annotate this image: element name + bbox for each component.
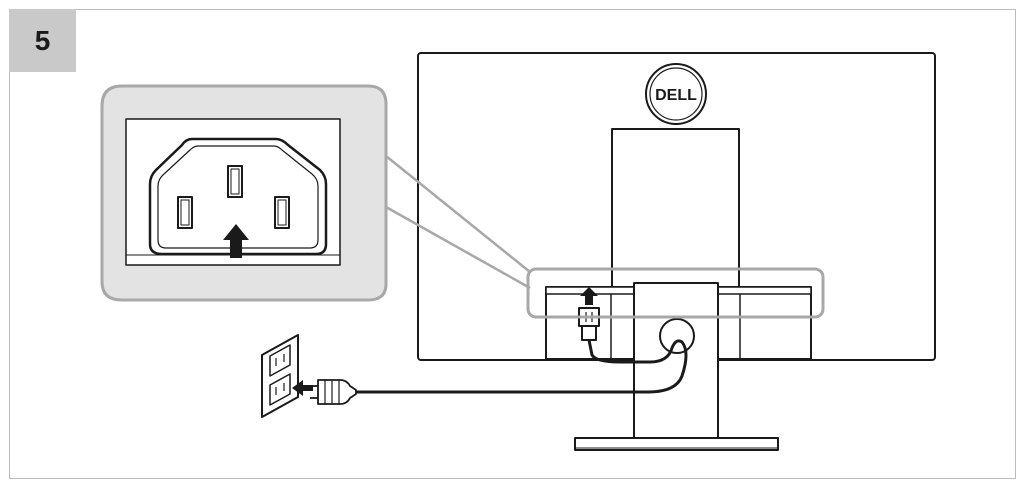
- highlight-port-region: [526, 267, 825, 319]
- dell-logo-text: DELL: [655, 87, 697, 104]
- wall-outlet-icon: [261, 334, 299, 418]
- power-cable: [355, 339, 688, 394]
- power-plug-icon: [310, 379, 357, 405]
- dell-logo: DELL: [645, 63, 707, 125]
- diagram-frame: [9, 9, 1016, 479]
- arrow-up-icon: [580, 287, 598, 305]
- iec-c14-socket-icon: [148, 137, 328, 256]
- step-number: 5: [34, 24, 51, 56]
- zoom-arrow-up-icon: [223, 224, 249, 258]
- arrow-left-icon: [292, 380, 313, 396]
- stand-mount-plate: [611, 128, 740, 288]
- cable-management-hole: [659, 318, 695, 354]
- step-number-badge: 5: [9, 9, 76, 72]
- monitor-power-plug: [578, 307, 600, 341]
- stand-base: [574, 437, 779, 451]
